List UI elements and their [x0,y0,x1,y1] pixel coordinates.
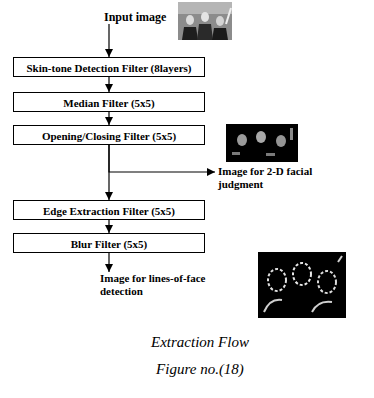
filter-box: Edge Extraction Filter (5x5) [13,200,205,220]
filter-box: Median Filter (5x5) [13,92,205,112]
edge-line [338,256,342,262]
photo-face [201,12,209,22]
flow-arrow [108,112,109,125]
photo-body [212,28,228,40]
flow-arrow [108,77,109,92]
output-label: Image for 2-D facial judgment [218,165,358,191]
face-outline [268,269,286,291]
photo-arm [226,8,231,24]
flow-arrow [108,253,109,272]
photo-body [197,24,213,40]
node-text: Image for 2-D facial judgment [218,165,358,191]
photo-face [186,15,194,25]
flow-arrow [108,220,109,233]
node-text: Median Filter (5x5) [63,94,154,112]
node-text: Blur Filter (5x5) [71,235,148,253]
node-text: Opening/Closing Filter (5x5) [42,127,176,145]
mask-blob [237,134,247,146]
face-outline [318,271,336,293]
mask-blob [276,135,286,147]
figure-caption: Extraction Flow [100,333,300,351]
edge-blur-image [258,252,346,318]
input-label: Input image [104,10,166,24]
figure-number: Figure no.(18) [100,360,300,378]
input-photo [178,2,232,40]
filter-box: Opening/Closing Filter (5x5) [13,125,205,145]
node-text: Skin-tone Detection Filter (8layers) [26,59,191,77]
photo-face [216,16,224,26]
filter-box: Skin-tone Detection Filter (8layers) [13,57,205,77]
mask-blob [232,152,240,155]
flow-arrow [109,145,215,172]
edge-line [312,302,332,312]
photo-body [182,27,198,40]
face-outline [293,263,311,285]
mask-ground [226,124,298,162]
skin-mask-image [226,124,298,162]
node-text: Edge Extraction Filter (5x5) [43,202,175,220]
mask-blob [290,128,293,140]
filter-box: Blur Filter (5x5) [13,233,205,253]
mask-blob [266,153,275,156]
photo-ground [178,2,232,40]
node-text: Image for lines-of-face detection [100,272,230,298]
edge-ground [258,252,346,318]
mask-blob [256,131,266,143]
flow-arrow [108,24,109,57]
node-text: Input image [104,10,166,24]
edge-line [264,300,282,312]
output-label: Image for lines-of-face detection [100,272,230,298]
